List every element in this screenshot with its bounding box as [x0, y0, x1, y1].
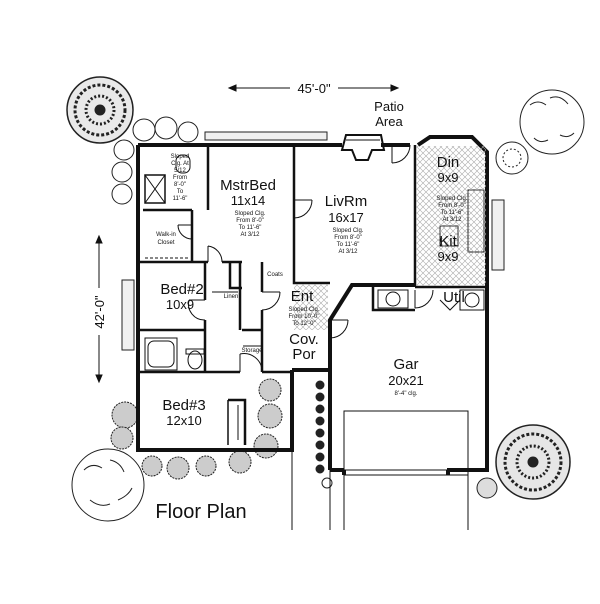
room-entry: Ent Sloped Clg. From 10'-0" To 12'-0": [288, 288, 319, 327]
room-kitchen: Kit 9x9: [438, 233, 459, 264]
flower-beds: [121, 131, 505, 351]
tree-top-left: [66, 76, 134, 144]
entry-floor: [294, 284, 328, 330]
entry-note-2: From 10'-0": [289, 314, 320, 320]
master-note-2: From 8'-0": [236, 218, 264, 224]
garage-door: [343, 410, 469, 530]
dining-note-2: From 8'-0": [438, 203, 466, 209]
garage-name: Gar: [393, 356, 418, 373]
master-size: 11x14: [231, 193, 265, 208]
interior-walls: [138, 145, 487, 445]
room-garage: Gar 20x21 8'-4" clg.: [388, 356, 423, 397]
bed2-name: Bed#2: [160, 281, 203, 298]
plan-title: Floor Plan: [155, 501, 246, 523]
width-label: 45'-0": [297, 81, 331, 96]
room-master-bedroom: MstrBed 11x14 Sloped Clg. From 8'-0" To …: [220, 177, 276, 238]
bath-note-2: Clg. At: [171, 161, 189, 167]
utility-name: Util: [443, 289, 465, 306]
patio-label-2: Area: [375, 114, 403, 129]
bed2-size: 10x9: [166, 297, 194, 312]
living-note-2: From 8'-0": [334, 235, 362, 241]
room-bed2: Bed#2 10x9: [160, 281, 203, 312]
bath-note: Sloped Clg. At 5/12 From 8'-0" To 11'-6": [171, 154, 190, 202]
walkin-label-2: Closet: [157, 240, 174, 246]
kitchen-size: 9x9: [438, 249, 459, 264]
bath-note-4: From: [173, 175, 187, 181]
bath-note-5: 8'-0": [174, 182, 186, 188]
porch-label-2: Por: [292, 346, 315, 363]
tree-top-right: [519, 89, 585, 155]
bed3-size: 12x10: [166, 413, 201, 428]
master-note-1: Sloped Clg.: [234, 211, 265, 217]
dining-note-3: To 11'-6": [441, 210, 464, 216]
bath-note-1: Sloped: [171, 154, 190, 160]
shrubs-bottom-right: [476, 477, 498, 499]
fireplace: [340, 134, 386, 161]
dimension-width: [227, 84, 400, 92]
walkin-label-1: Walk-in: [156, 232, 176, 238]
room-dining: Din 9x9 Sloped Clg. From 8'-0" To 11'-6"…: [436, 154, 467, 223]
living-size: 16x17: [328, 210, 363, 225]
living-name: LivRm: [325, 193, 368, 210]
master-note-4: At 3/12: [240, 232, 260, 238]
bed3-name: Bed#3: [162, 397, 205, 414]
linen-label: Linen: [224, 294, 239, 300]
patio-label-1: Patio: [374, 99, 404, 114]
garage-note: 8'-4" clg.: [395, 391, 418, 397]
dining-note-4: At 3/12: [442, 217, 462, 223]
dining-note-1: Sloped Clg.: [436, 196, 467, 202]
walkway: [291, 375, 331, 530]
dining-kitchen-floor: [416, 146, 486, 286]
dining-name: Din: [437, 154, 460, 171]
porch-plantings: [315, 380, 333, 489]
room-living-room: LivRm 16x17 Sloped Clg. From 8'-0" To 11…: [325, 193, 368, 255]
garage-size: 20x21: [388, 373, 423, 388]
covered-porch: Cov. Por: [289, 331, 319, 363]
living-note-3: To 11'-6": [337, 242, 360, 248]
shrubs-top: [111, 116, 199, 205]
master-note-3: To 11'-6": [239, 225, 262, 231]
bath-note-6: To: [177, 189, 184, 195]
room-bed3: Bed#3 12x10: [162, 397, 205, 428]
entry-note-1: Sloped Clg.: [288, 307, 319, 313]
entry-note-3: To 12'-0": [292, 321, 315, 327]
patio-door: [391, 144, 411, 164]
shrubs-top-right: [495, 141, 529, 175]
kitchen-name: Kit: [439, 233, 457, 250]
depth-label: 42'-0": [92, 295, 107, 329]
bath-note-7: 11'-6": [173, 196, 188, 202]
dimension-depth: [95, 234, 103, 384]
tree-bottom-left: [71, 448, 145, 522]
dining-size: 9x9: [438, 170, 459, 185]
landscaping: [66, 76, 585, 522]
porch-label-1: Cov.: [289, 331, 319, 348]
living-note-4: At 3/12: [338, 249, 358, 255]
storage-label: Storage: [241, 348, 263, 354]
coats-label: Coats: [267, 272, 283, 278]
tree-bottom-right: [495, 424, 571, 500]
entry-name: Ent: [291, 288, 314, 305]
bath-note-3: 5/12: [174, 168, 186, 174]
master-name: MstrBed: [220, 177, 276, 194]
interior-doors: [177, 199, 461, 373]
living-note-1: Sloped Clg.: [332, 228, 363, 234]
